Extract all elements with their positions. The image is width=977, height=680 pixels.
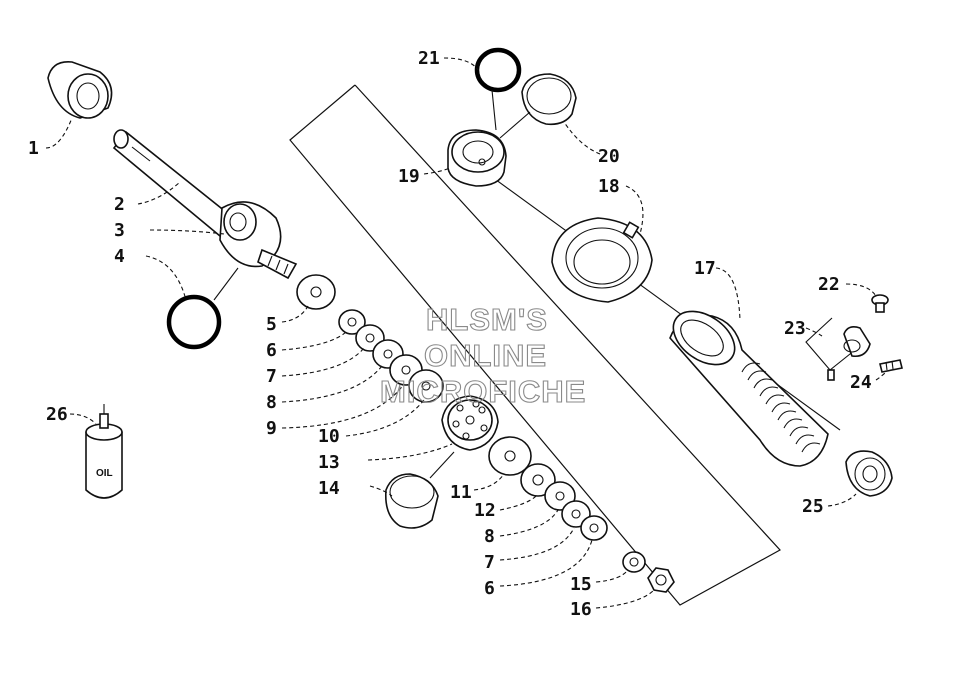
watermark: HLSM'S ONLINE MICROFICHE: [379, 301, 586, 409]
lock-washer-part: [622, 551, 646, 573]
callout-7-lower: 7: [484, 552, 495, 573]
callout-11: 11: [450, 482, 472, 503]
reservoir-band-part: [521, 73, 577, 126]
connector-lines: [213, 89, 531, 479]
callout-17: 17: [694, 258, 716, 279]
callout-10: 10: [318, 426, 340, 447]
shock-body-part: [669, 310, 829, 467]
callout-13: 13: [318, 452, 340, 473]
callout-22: 22: [818, 274, 840, 295]
callout-25: 25: [802, 496, 824, 517]
callout-3: 3: [114, 220, 125, 241]
oil-bottle-part: OIL: [85, 404, 123, 499]
watermark-line-1: HLSM'S: [426, 302, 548, 337]
shim-stack-lower: [488, 436, 608, 541]
valve-cap-part: [879, 359, 903, 373]
watermark-line-2: ONLINE: [424, 338, 547, 373]
watermark-line-3: MICROFICHE: [380, 374, 586, 409]
leader-lines: [45, 57, 887, 609]
lower-bushing-part: [845, 450, 893, 497]
assembly-frame: [289, 84, 781, 606]
callout-20: 20: [598, 146, 620, 167]
o-ring-part: [166, 294, 222, 350]
callout-7: 7: [266, 366, 277, 387]
reservoir-o-ring-part: [474, 47, 522, 93]
callout-21: 21: [418, 48, 440, 69]
callout-8: 8: [266, 392, 277, 413]
piston-part: [441, 395, 499, 451]
callout-23: 23: [784, 318, 806, 339]
schrader-valve-part: [805, 317, 871, 381]
callout-4: 4: [114, 246, 125, 267]
callout-2: 2: [114, 194, 125, 215]
callout-15: 15: [570, 574, 592, 595]
callout-26: 26: [46, 404, 68, 425]
washer-part: [296, 274, 336, 310]
callout-14: 14: [318, 478, 340, 499]
callout-16: 16: [570, 599, 592, 620]
oil-label: OIL: [96, 468, 113, 479]
callout-9: 9: [266, 418, 277, 439]
reservoir-piston-part: [447, 129, 507, 187]
seal-head-part: [219, 201, 298, 280]
callout-labels: 1 2 3 4 5 6 7 8 9 10 11 12 13 14 15 16 1…: [28, 48, 872, 620]
callout-6-lower: 6: [484, 578, 495, 599]
callout-12: 12: [474, 500, 496, 521]
shim-stack-upper: [338, 309, 444, 403]
callout-1: 1: [28, 138, 39, 159]
eyelet-bushing-part: [47, 61, 113, 119]
callout-24: 24: [850, 372, 872, 393]
callout-6: 6: [266, 340, 277, 361]
screw-part: [871, 294, 889, 313]
callout-5: 5: [266, 314, 277, 335]
nut-part: [647, 567, 675, 593]
callout-18: 18: [598, 176, 620, 197]
callout-19: 19: [398, 166, 420, 187]
piston-band-part: [384, 473, 439, 529]
callout-8-lower: 8: [484, 526, 495, 547]
spring-retainer-part: [551, 217, 653, 303]
